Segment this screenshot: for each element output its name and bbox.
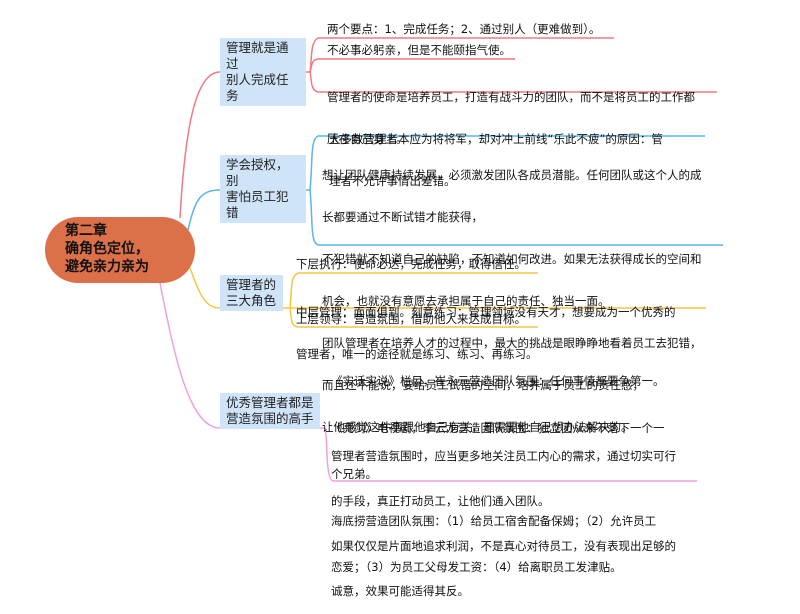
leaf-allow-trial-and-error[interactable]: 想让团队健康持续发展，必须激发团队各成员潜能。任何团队或这个人的成 长都要通过不…	[322, 140, 702, 448]
branch-4-connectors	[159, 282, 697, 482]
leaf-no-micromanage[interactable]: 不必事必躬亲，但是不能颐指气使。	[327, 43, 511, 57]
topic-line: 别人完成任务	[226, 72, 289, 103]
leaf-line: 想让团队健康持续发展，必须激发团队各成员潜能。任何团队或这个人的成	[322, 168, 702, 182]
branch-2-connectors	[187, 135, 723, 246]
leaf-line: 大多数管理者本应为将将军，却对冲上前线“乐此不疲”的原因：管	[329, 132, 663, 146]
topic-build-atmosphere[interactable]: 优秀管理者都是 营造氛围的高手	[220, 393, 320, 429]
leaf-why-managers-frontline[interactable]: 大多数管理者本应为将将军，却对冲上前线“乐此不疲”的原因：管 理者不允许事情出差…	[329, 104, 663, 202]
leaf-line: 《实话实说》栏目，崔永元营造团队氛围：任何事情都要争第一。	[331, 374, 665, 388]
topic-line: 害怕员工犯错	[226, 189, 289, 220]
central-topic-line: 第二章	[65, 223, 107, 239]
topic-line: 管理者的	[226, 277, 277, 292]
connector-lines	[159, 37, 723, 482]
leaf-line: 不犯错就不知道自己的缺陷，不知道如何改进。如果无法获得成长的空间和	[322, 252, 702, 266]
leaf-two-key-points[interactable]: 两个要点：1、完成任务；2、通过别人（更难做到）。	[327, 22, 600, 36]
leaf-line: 长都要通过不断试错才能获得，	[322, 210, 483, 224]
leaf-line: 的手段，真正打动员工，让他们通入团队。	[331, 494, 550, 508]
topic-line: 营造氛围的高手	[226, 411, 314, 426]
leaf-line: 两个要点：1、完成任务；2、通过别人（更难做到）。	[327, 22, 601, 36]
leaf-line: 机会，也就没有意愿去承担属于自己的责任、独当一面。	[322, 294, 610, 308]
leaf-line: 《亮剑》电视剧，李云龙营造团队氛围：独立团从来不落下一个一	[331, 420, 665, 435]
central-topic-line: 避免亲力亲为	[65, 259, 149, 275]
leaf-line: 管理者的使命是培养员工，打造有战斗力的团队，而不是将员工的工作都	[327, 90, 695, 104]
leaf-line: 理者不允许事情出差错。	[329, 174, 456, 188]
leaf-line: 团队管理者在培养人才的过程中，最大的挑战是眼睁睁地看着员工去犯错，	[322, 336, 702, 350]
leaf-focus-employee-needs[interactable]: 管理者营造氛围时，应当更多地关注员工内心的需求，通过切实可行 的手段，真正打动员…	[331, 419, 676, 614]
leaf-lower-execution[interactable]: 下层执行：使命必达，完成任务，取得信任。	[296, 257, 526, 271]
leaf-line: 个兄弟。	[331, 467, 377, 481]
topic-line: 三大角色	[226, 293, 277, 308]
topic-learn-to-delegate[interactable]: 学会授权，别 害怕员工犯错	[220, 155, 306, 223]
leaf-line: 压在自己身上。	[327, 132, 408, 146]
topic-line: 优秀管理者都是	[226, 395, 314, 410]
branch-1-connectors	[179, 37, 717, 219]
topic-line: 管理就是通过	[226, 40, 289, 71]
leaf-line: 而且还不能说，要给员工试错的空间，培养属于员工的责任感，	[322, 378, 644, 392]
central-topic[interactable]: 第二章 确角色定位， 避免亲力亲为	[45, 217, 195, 283]
leaf-line: 上层领导：营造氛围，借助他人来达成目标。	[296, 312, 526, 326]
leaf-line: 中层管理：面面俱到。刻意练习：管理领域没有天才，想要成为一个优秀的	[296, 305, 676, 319]
leaf-line: 如果仅仅是片面地追求利润，不是真心对待员工，没有表现出足够的	[331, 539, 676, 553]
leaf-line: 下层执行：使命必达，完成任务，取得信任。	[296, 257, 526, 271]
topic-manage-through-others[interactable]: 管理就是通过 别人完成任务	[220, 38, 306, 106]
central-topic-line: 确角色定位，	[65, 241, 149, 257]
topic-three-roles[interactable]: 管理者的 三大角色	[220, 275, 283, 311]
topic-line: 学会授权，别	[226, 157, 289, 188]
leaf-line: 诚意，效果可能适得其反。	[331, 584, 469, 598]
leaf-line: 管理者营造氛围时，应当更多地关注员工内心的需求，通过切实可行	[331, 449, 676, 463]
leaf-upper-leadership[interactable]: 上层领导：营造氛围，借助他人来达成目标。	[296, 312, 526, 326]
leaf-middle-management[interactable]: 中层管理：面面俱到。刻意练习：管理领域没有天才，想要成为一个优秀的 管理者，唯一…	[296, 277, 676, 375]
leaf-line: 管理者，唯一的途径就是练习、练习、再练习。	[296, 347, 538, 361]
leaf-line: 不必事必躬亲，但是不能颐指气使。	[327, 43, 511, 57]
leaf-line: 让他感觉这件事跟他自己有关，是需要他自己想办法解决的。	[322, 420, 633, 434]
branch-3-connectors	[189, 267, 706, 328]
leaf-manager-mission[interactable]: 管理者的使命是培养员工，打造有战斗力的团队，而不是将员工的工作都 压在自己身上。	[327, 62, 695, 160]
